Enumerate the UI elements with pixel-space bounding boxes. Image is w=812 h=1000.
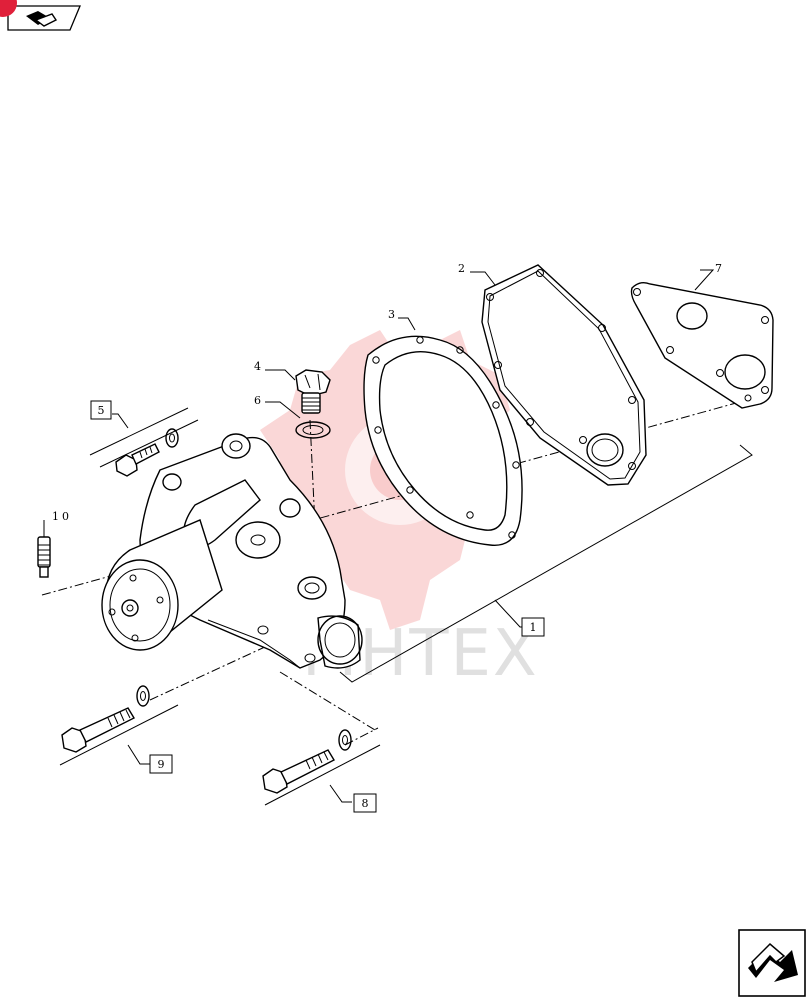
callout-8-label: 8 [362,797,369,810]
previous-page-arrow-icon [26,11,58,27]
callout-1[interactable]: 1 [521,617,545,637]
previous-page-button[interactable] [0,0,81,31]
callout-8[interactable]: 8 [353,793,377,813]
part-5-bolt [89,407,199,477]
part-6-washer [295,421,331,439]
part-2-back-plate [481,264,647,486]
callout-5-label: 5 [98,404,105,417]
callout-leaders [112,269,715,429]
callout-3-label[interactable]: 3 [388,308,395,321]
red-marker-icon [0,0,17,17]
callout-4-label[interactable]: 4 [254,360,261,373]
callout-2-label[interactable]: 2 [458,262,465,275]
callout-9-label: 9 [158,758,165,771]
next-page-button[interactable] [738,929,806,997]
callout-7-label[interactable]: 7 [715,262,722,275]
part-7-cover-plate [630,281,774,409]
part-9-bolt [59,685,179,766]
callout-1-label: 1 [530,621,537,634]
part-3-gasket [363,335,523,546]
part-10-stud [37,520,51,578]
callout-5[interactable]: 5 [90,400,112,420]
water-pump-housing [101,433,363,669]
callout-9[interactable]: 9 [149,754,173,774]
callout-6-label[interactable]: 6 [254,394,261,407]
part-8-bolt [262,729,381,806]
part-4-plug [295,369,331,414]
callout-10-label[interactable]: 10 [52,510,72,523]
next-page-arrow-icon [748,942,798,982]
